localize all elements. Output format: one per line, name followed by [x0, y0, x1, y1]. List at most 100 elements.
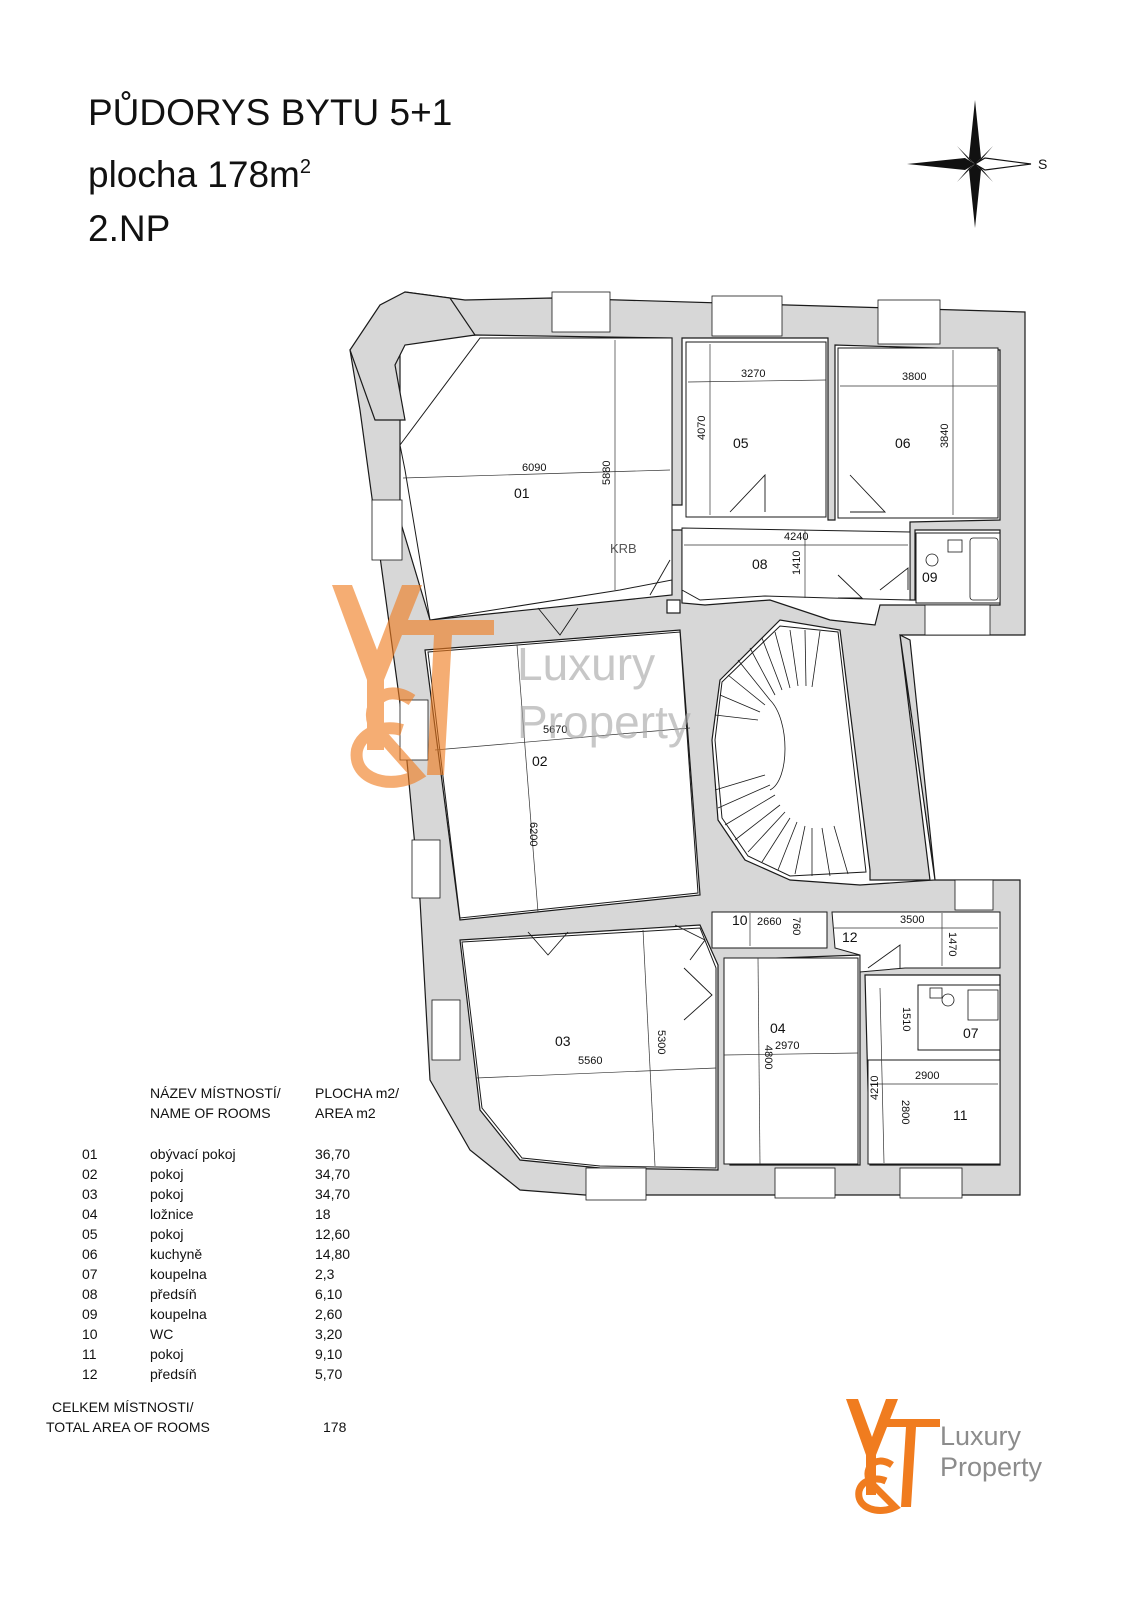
row-name: WC	[150, 1326, 174, 1342]
row-area: 2,3	[315, 1266, 335, 1282]
rooms	[399, 337, 1001, 1169]
window-top-2	[711, 295, 783, 337]
yt-monogram-icon	[846, 1399, 940, 1514]
room-10	[711, 911, 828, 949]
dim-05-depth: 4070	[696, 416, 708, 440]
room-06	[837, 347, 999, 519]
logo-brand-line2: Property	[940, 1452, 1043, 1482]
room-label-11: 11	[953, 1107, 968, 1123]
table-header-area-line1: PLOCHA m2/	[315, 1085, 400, 1101]
row-number: 11	[82, 1346, 97, 1362]
dim-06-depth: 3840	[939, 424, 951, 448]
logo-brand-line1: Luxury	[940, 1421, 1022, 1451]
window-left-3	[411, 839, 441, 899]
pillar	[666, 599, 681, 614]
dim-11-depth: 2800	[899, 1100, 911, 1124]
watermark-monogram-icon	[332, 585, 494, 788]
row-name: pokoj	[150, 1226, 184, 1242]
dimension-lines	[402, 340, 998, 1167]
room-label-08: 08	[752, 556, 768, 572]
fireplace-label: KRB	[610, 541, 637, 556]
dim-05-width: 3270	[741, 368, 765, 380]
dim-01-depth: 5880	[601, 461, 613, 485]
brand-logo: Luxury Property	[846, 1399, 1043, 1514]
dim-08-depth: 1410	[791, 551, 803, 575]
compass-south-label: S	[1038, 156, 1047, 172]
fixtures	[925, 537, 999, 1021]
watermark-brand-line1: Luxury	[517, 638, 655, 690]
room-05	[685, 341, 827, 518]
row-number: 12	[82, 1366, 98, 1382]
stair-hall	[714, 625, 867, 877]
dim-04-depth: 4800	[762, 1045, 774, 1069]
room-label-06: 06	[895, 435, 911, 451]
row-number: 07	[82, 1266, 98, 1282]
window-bottom-2	[774, 1167, 836, 1199]
row-number: 02	[82, 1166, 98, 1182]
row-name: ložnice	[150, 1206, 194, 1222]
row-number: 04	[82, 1206, 98, 1222]
watermark: Luxury Property	[332, 585, 691, 788]
dim-06-width: 3800	[902, 371, 926, 383]
dim-11-width: 2900	[915, 1070, 939, 1082]
plan-title: PŮDORYS BYTU 5+1	[88, 92, 453, 133]
floor-label: 2.NP	[88, 208, 171, 249]
row-name: obývací pokoj	[150, 1146, 236, 1162]
room-02	[427, 631, 699, 919]
row-area: 14,80	[315, 1246, 351, 1262]
doors	[527, 473, 909, 1021]
table-row: 01 obývací pokoj 36,70	[0, 1146, 420, 1166]
table-header-name-line1: NÁZEV MÍSTNOSTÍ/	[150, 1085, 281, 1101]
row-area: 34,70	[315, 1186, 351, 1202]
table-header-name: NÁZEV MÍSTNOSTÍ/ NAME OF ROOMS	[150, 1083, 281, 1123]
row-number: 08	[82, 1286, 98, 1302]
turret-wall	[349, 291, 477, 421]
dim-01-width: 6090	[522, 462, 546, 474]
row-name: předsíň	[150, 1366, 197, 1382]
dim-03-depth: 5300	[655, 1030, 667, 1054]
row-area: 34,70	[315, 1166, 351, 1182]
row-name: pokoj	[150, 1166, 184, 1182]
room-label-05: 05	[733, 435, 749, 451]
row-area: 3,20	[315, 1326, 343, 1342]
row-number: 09	[82, 1306, 98, 1322]
dimension-values: 6090 5880 3270 4070 3800 3840 4240 1410 …	[522, 368, 958, 1124]
room-11	[867, 1059, 1001, 1165]
sink-09	[947, 539, 963, 553]
room-label-07: 07	[963, 1025, 979, 1041]
window-left-1	[371, 499, 403, 561]
row-area: 2,60	[315, 1306, 343, 1322]
dim-02-width: 5670	[543, 724, 567, 736]
watermark-brand-line2: Property	[517, 696, 691, 748]
room-label-04: 04	[770, 1020, 786, 1036]
title-block: PŮDORYS BYTU 5+1 plocha 178m2 2.NP	[88, 86, 452, 256]
sink-07	[929, 987, 943, 999]
table-header-area: PLOCHA m2/ AREA m2	[315, 1083, 399, 1123]
room-label-01: 01	[514, 485, 530, 501]
room-label-10: 10	[732, 912, 748, 928]
table-row: 02 pokoj 34,70	[0, 1166, 420, 1186]
dim-03-width: 5560	[578, 1055, 602, 1067]
staircase	[714, 629, 849, 877]
room-numbers: 01 02 03 04 05 06 07 08 09 10 11 12	[514, 435, 979, 1123]
plan-area-superscript: 2	[299, 156, 311, 178]
row-number: 01	[82, 1146, 98, 1162]
row-area: 9,10	[315, 1346, 343, 1362]
table-header-name-line2: NAME OF ROOMS	[150, 1105, 271, 1121]
window-right-1	[924, 604, 991, 636]
room-12	[831, 911, 1001, 973]
window-bottom-1	[585, 1167, 647, 1201]
row-name: pokoj	[150, 1186, 184, 1202]
row-area: 6,10	[315, 1286, 343, 1302]
row-area: 36,70	[315, 1146, 351, 1162]
row-number: 10	[82, 1326, 98, 1342]
